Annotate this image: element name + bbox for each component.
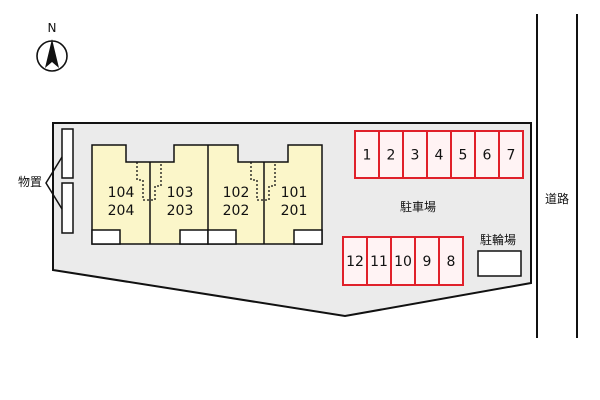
parking-space — [402, 130, 428, 179]
unit-upper-number: 203 — [167, 203, 194, 219]
unit-lower-number: 104 — [108, 185, 135, 201]
parking-space — [450, 130, 476, 179]
parking-space — [354, 130, 380, 179]
north-compass-icon: N — [36, 21, 68, 72]
unit-lower-number: 103 — [167, 185, 194, 201]
bicycle-parking-label: 駐輪場 — [480, 232, 516, 247]
storage-shed — [61, 182, 74, 234]
parking-space-number: 8 — [447, 254, 456, 270]
parking-space — [498, 130, 524, 179]
unit-upper-number: 201 — [281, 203, 308, 219]
parking-space — [438, 236, 464, 286]
parking-space-number: 4 — [435, 148, 444, 164]
parking-space — [414, 236, 440, 286]
unit-upper-number: 202 — [223, 203, 250, 219]
bicycle-parking-area — [477, 250, 522, 277]
parking-space-number: 10 — [394, 254, 412, 270]
unit-lower-number: 101 — [281, 185, 308, 201]
parking-space — [342, 236, 368, 286]
apartment-building — [91, 144, 323, 245]
unit-lower-number: 102 — [223, 185, 250, 201]
parking-space — [366, 236, 392, 286]
parking-space — [390, 236, 416, 286]
parking-label: 駐車場 — [400, 199, 436, 214]
parking-space-number: 2 — [387, 148, 396, 164]
storage-shed — [61, 128, 74, 179]
unit-upper-number: 204 — [108, 203, 135, 219]
parking-space-number: 11 — [370, 254, 388, 270]
parking-space — [474, 130, 500, 179]
compass-north-label: N — [48, 21, 57, 35]
parking-space-number: 7 — [507, 148, 516, 164]
road-label: 道路 — [545, 191, 569, 206]
parking-space-number: 9 — [423, 254, 432, 270]
parking-space-number: 12 — [346, 254, 364, 270]
parking-space-number: 1 — [363, 148, 372, 164]
parking-space-number: 6 — [483, 148, 492, 164]
storage-label: 物置 — [18, 175, 42, 189]
parking-space — [378, 130, 404, 179]
parking-space-number: 3 — [411, 148, 420, 164]
parking-space-number: 5 — [459, 148, 468, 164]
storage-leader-line — [45, 156, 63, 210]
